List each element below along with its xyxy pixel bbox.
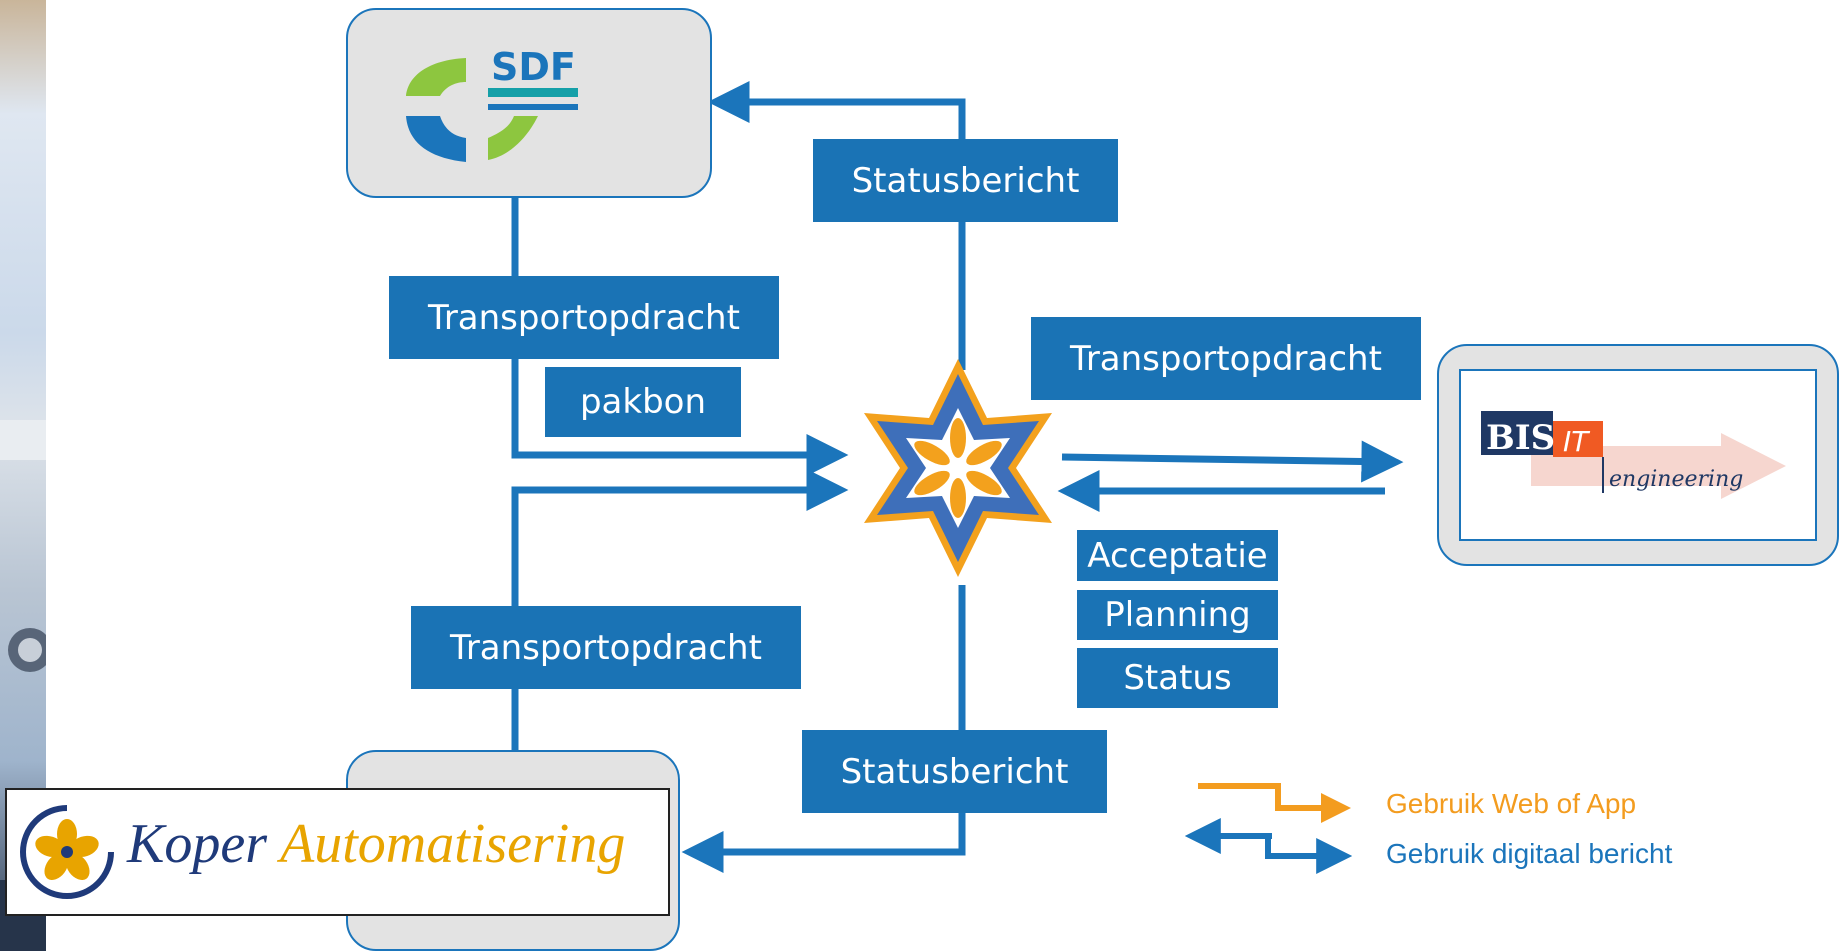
sdf-logo-text: SDF (491, 45, 576, 89)
koper-logo-word1: Koper (127, 813, 267, 875)
sdf-logo-icon: SDF (406, 45, 578, 162)
koper-logo-word2: Automatisering (280, 813, 626, 875)
bis-logo-frame: BIS IT engineering (1459, 369, 1817, 541)
node-sdf[interactable]: SDF (346, 8, 712, 198)
arrow-status-to-koper (681, 585, 966, 873)
bis-logo-it: IT (1563, 425, 1590, 458)
label-statusbericht-bottom: Statusbericht (802, 730, 1107, 813)
koper-flower-icon (20, 805, 114, 899)
arrow-hub-to-bis (1061, 440, 1404, 483)
label-planning: Planning (1077, 590, 1278, 640)
node-bis-it-engineering[interactable]: BIS IT engineering (1437, 344, 1839, 566)
label-transportopdracht-bottom: Transportopdracht (411, 606, 801, 689)
label-acceptatie: Acceptatie (1077, 530, 1278, 581)
bis-logo-sub: engineering (1609, 467, 1743, 492)
legend-arrow-orange (1198, 783, 1351, 823)
legend-web-or-app: Gebruik Web of App (1386, 788, 1637, 819)
label-status: Status (1077, 648, 1278, 708)
legend-digital-message: Gebruik digitaal bericht (1386, 838, 1673, 869)
label-transportopdracht-right: Transportopdracht (1031, 317, 1421, 400)
star-hub-icon (864, 359, 1052, 577)
arrow-status-to-sdf (707, 81, 966, 370)
label-pakbon: pakbon (545, 367, 741, 437)
koper-logo-frame: Koper Automatisering (5, 788, 670, 916)
bis-it-logo-icon: BIS IT engineering (1481, 411, 1786, 499)
legend-arrow-blue (1184, 818, 1353, 874)
label-statusbericht-top: Statusbericht (813, 139, 1118, 222)
koper-logo-text: Koper Automatisering (127, 812, 625, 876)
label-transportopdracht-left: Transportopdracht (389, 276, 779, 359)
bis-logo-main: BIS (1486, 418, 1555, 458)
